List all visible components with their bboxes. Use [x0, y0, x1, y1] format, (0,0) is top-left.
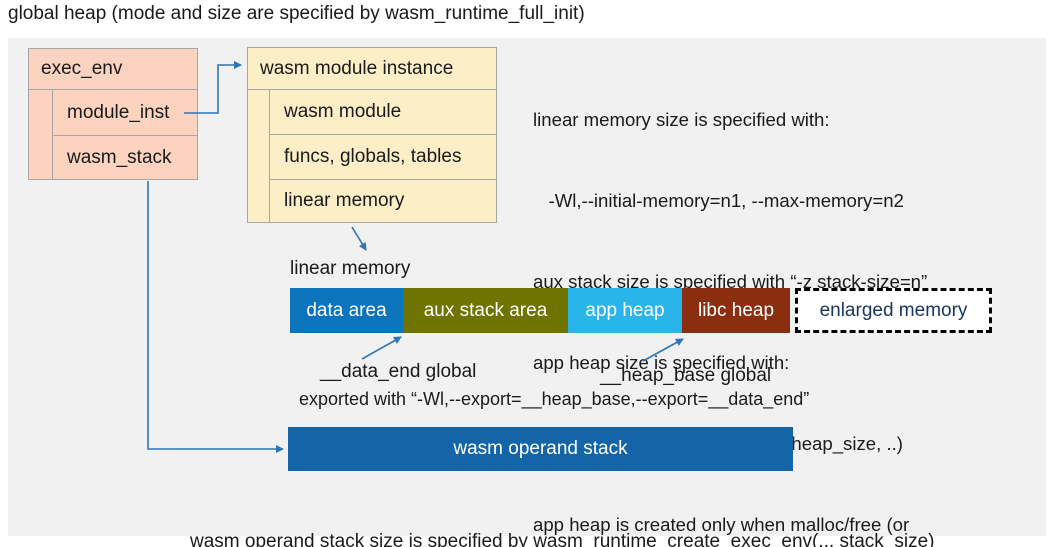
linear-memory-label: linear memory [290, 258, 411, 279]
wasm-module-instance-box: wasm module instance wasm module funcs, … [247, 47, 497, 223]
segment-data-area: data area [290, 288, 403, 333]
segment-app-heap: app heap [568, 288, 682, 333]
segment-aux-stack-area: aux stack area [403, 288, 568, 333]
module-instance-header: wasm module instance [248, 48, 496, 90]
linear-memory-bar: data area aux stack area app heap libc h… [290, 288, 992, 333]
exec-env-left-strip [29, 90, 53, 180]
module-instance-field-wasm-module: wasm module [284, 101, 402, 123]
exec-env-field-wasm-stack: wasm_stack [53, 135, 197, 180]
exec-env-box: exec_env module_inst wasm_stack [28, 48, 198, 180]
page-title: global heap (mode and size are specified… [8, 3, 585, 24]
exec-env-header: exec_env [29, 49, 197, 90]
export-flags-label: exported with “-Wl,--export=__heap_base,… [299, 389, 810, 409]
segment-enlarged-memory: enlarged memory [795, 288, 992, 333]
module-instance-field-linear-memory: linear memory [270, 178, 496, 223]
data-end-global-label: __data_end global [320, 361, 477, 382]
module-instance-field-funcs-globals-tables: funcs, globals, tables [270, 134, 496, 178]
wasm-operand-stack-bar: wasm operand stack [288, 427, 793, 471]
note-line: aux stack size is specified with “-z sta… [533, 271, 928, 292]
note-line: -Wl,--initial-memory=n1, --max-memory=n2 [533, 190, 904, 211]
note-line: app heap is created only when malloc/fre… [533, 514, 910, 535]
note-line: wasm operand stack size is specified by … [190, 531, 935, 547]
module-instance-left-strip [248, 90, 270, 223]
exec-env-field-module-inst: module_inst [67, 101, 170, 123]
segment-libc-heap: libc heap [682, 288, 790, 333]
operand-stack-notes: wasm operand stack size is specified by … [190, 477, 935, 547]
note-line: linear memory size is specified with: [533, 109, 830, 130]
note-line: app heap size is specified with: [533, 352, 790, 373]
heap-base-global-label: __heap_base global [600, 365, 772, 386]
